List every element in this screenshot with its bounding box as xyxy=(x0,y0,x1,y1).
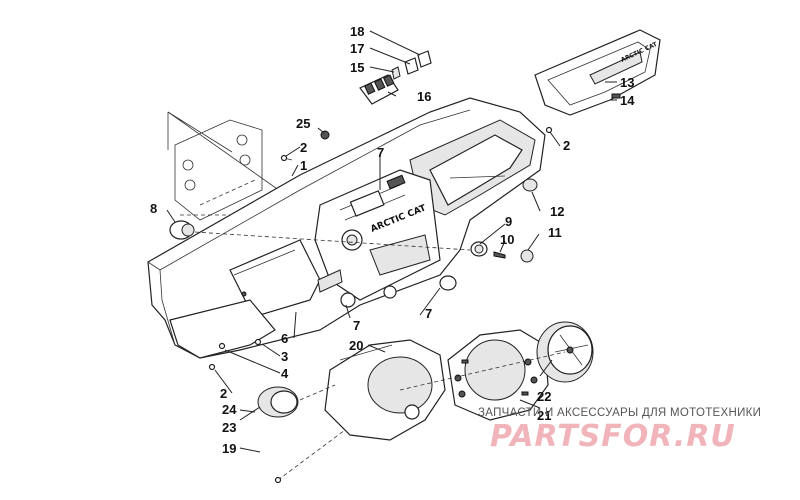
callout-2-top: 2 xyxy=(300,140,307,155)
callout-10: 10 xyxy=(500,232,514,247)
callout-22: 22 xyxy=(537,389,551,404)
callout-5: 6 xyxy=(281,331,288,346)
callout-11: 11 xyxy=(548,225,562,240)
callout-16: 16 xyxy=(417,89,431,104)
callout-2-right: 2 xyxy=(563,138,570,153)
switch-panel xyxy=(359,50,432,105)
callout-25: 25 xyxy=(296,116,310,131)
callout-9: 9 xyxy=(505,214,512,229)
trim-ring xyxy=(257,386,299,418)
callout-13: 13 xyxy=(620,75,634,90)
callout-18: 18 xyxy=(350,24,364,39)
callout-8: 8 xyxy=(150,201,157,216)
callout-15: 15 xyxy=(350,60,364,75)
leader-lines xyxy=(166,30,617,453)
watermark-caption: ЗАПЧАСТИ И АКСЕССУАРЫ ДЛЯ МОТОТЕХНИКИ xyxy=(478,407,761,419)
watermark-logo: PARTSFOR.RU xyxy=(490,419,736,454)
cluster-faceplate xyxy=(447,329,549,421)
callout-12: 12 xyxy=(550,204,564,219)
callout-19: 19 xyxy=(222,441,236,456)
callout-4: 4 xyxy=(281,366,289,381)
callout-2-bottom: 2 xyxy=(220,386,227,401)
callout-24: 24 xyxy=(222,402,237,417)
callout-6: 7 xyxy=(377,145,384,160)
callout-7-right: 7 xyxy=(425,306,432,321)
detail-inset xyxy=(167,111,301,221)
callout-20: 20 xyxy=(349,338,363,353)
cluster-housing xyxy=(324,339,446,441)
callout-3: 3 xyxy=(281,349,288,364)
callout-1: 1 xyxy=(300,158,307,173)
callout-17: 17 xyxy=(350,41,364,56)
callout-14: 14 xyxy=(620,93,635,108)
callout-labels: 18 17 15 16 13 14 2 7 2 1 25 8 9 10 11 1… xyxy=(150,24,635,456)
cluster-hood: ARCTIC CAT xyxy=(534,29,661,116)
watermark: ЗАПЧАСТИ И АКСЕССУАРЫ ДЛЯ МОТОТЕХНИКИ PA… xyxy=(478,407,761,454)
dashboard-panel: ARCTIC CAT xyxy=(147,97,546,359)
small-parts xyxy=(169,126,553,371)
callout-21: 21 xyxy=(537,408,551,423)
callout-23: 23 xyxy=(222,420,236,435)
callout-7-left: 7 xyxy=(353,318,360,333)
